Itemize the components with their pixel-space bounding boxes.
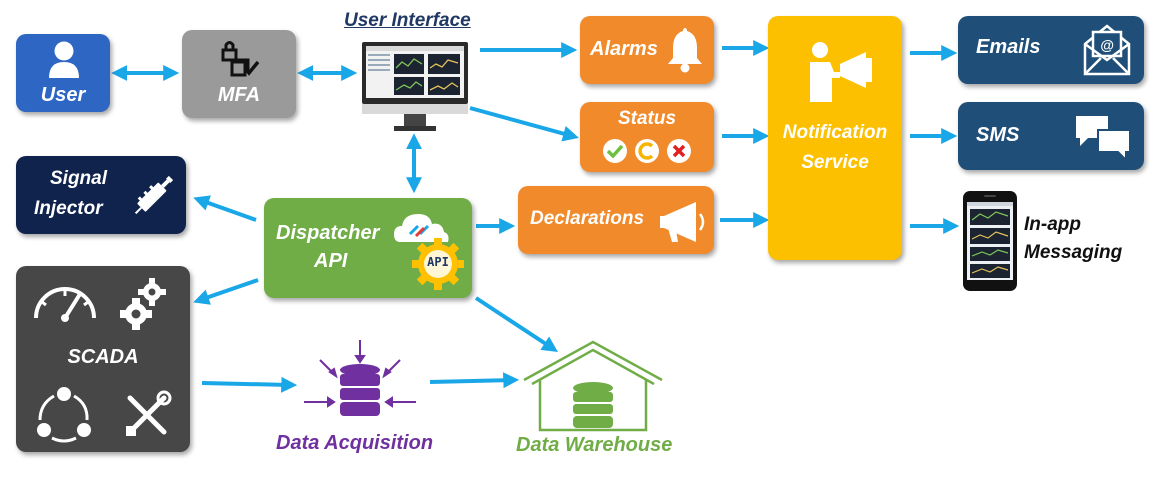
sms-box: SMS [958,102,1144,170]
tools-icon [126,390,172,436]
notification-line2: Service [801,152,869,173]
api-gear-icon [412,238,464,290]
declarations-box: Declarations [518,186,714,254]
gauge-icon [34,287,96,322]
in-app-line2: Messaging [1024,242,1123,263]
dispatcher-line2: API [314,250,348,272]
signal-line2: Injector [34,198,103,219]
user-label: User [40,84,86,106]
cloud-gear-api-icon [394,214,449,242]
data-acquisition-icon [304,340,416,416]
chat-icon [1076,116,1131,160]
declarations-label: Declarations [530,208,645,229]
alarms-box: Alarms [580,16,714,84]
mfa-box: MFA [182,30,296,118]
mfa-label: MFA [217,84,261,106]
emails-box: Emails @ [958,16,1144,84]
arrow-acq-warehouse [429,372,520,389]
megaphone-person-icon [810,42,872,102]
dispatcher-api-box: Dispatcher API API [264,198,472,298]
arrow-dispatcher-warehouse [474,296,559,352]
data-warehouse-icon [523,340,663,432]
scada-label: SCADA [67,346,139,368]
syringe-icon [134,175,174,215]
arrow-dispatcher-signal [193,195,257,222]
emails-label: Emails [976,36,1041,58]
lock-check-icon [221,41,260,77]
megaphone-icon [660,202,705,242]
dispatcher-line1: Dispatcher [276,222,380,244]
notification-service-box: Notification Service [768,16,902,260]
phone-icon [963,191,1017,291]
alarms-label: Alarms [590,38,658,60]
status-box: Status [580,102,714,172]
user-interface-title: User Interface [344,10,471,31]
cross-icon [667,139,691,163]
bell-icon [668,28,702,73]
gears-icon [120,278,166,330]
in-app-line1: In-app [1024,214,1081,235]
arrow-scada-acq [201,376,298,393]
data-warehouse-label: Data Warehouse [516,434,673,456]
data-acquisition-label: Data Acquisition [276,432,434,454]
sms-label: SMS [976,124,1020,146]
status-label: Status [617,108,677,129]
person-icon [49,41,79,78]
cycle-icon [37,387,91,443]
pending-icon [635,139,659,163]
arrow-dispatcher-scada [193,278,259,305]
arrow-ui-status [469,106,579,142]
notification-line1: Notification [782,122,888,143]
signal-line1: Signal [50,168,108,189]
signal-injector-box: Signal Injector [16,156,186,234]
check-icon [603,139,627,163]
email-icon: @ [1083,24,1131,76]
svg-text:@: @ [1100,37,1114,53]
user-box: User [16,34,110,112]
monitor-icon [362,42,468,131]
scada-box: SCADA [16,266,190,452]
api-badge-label: API [427,255,449,269]
